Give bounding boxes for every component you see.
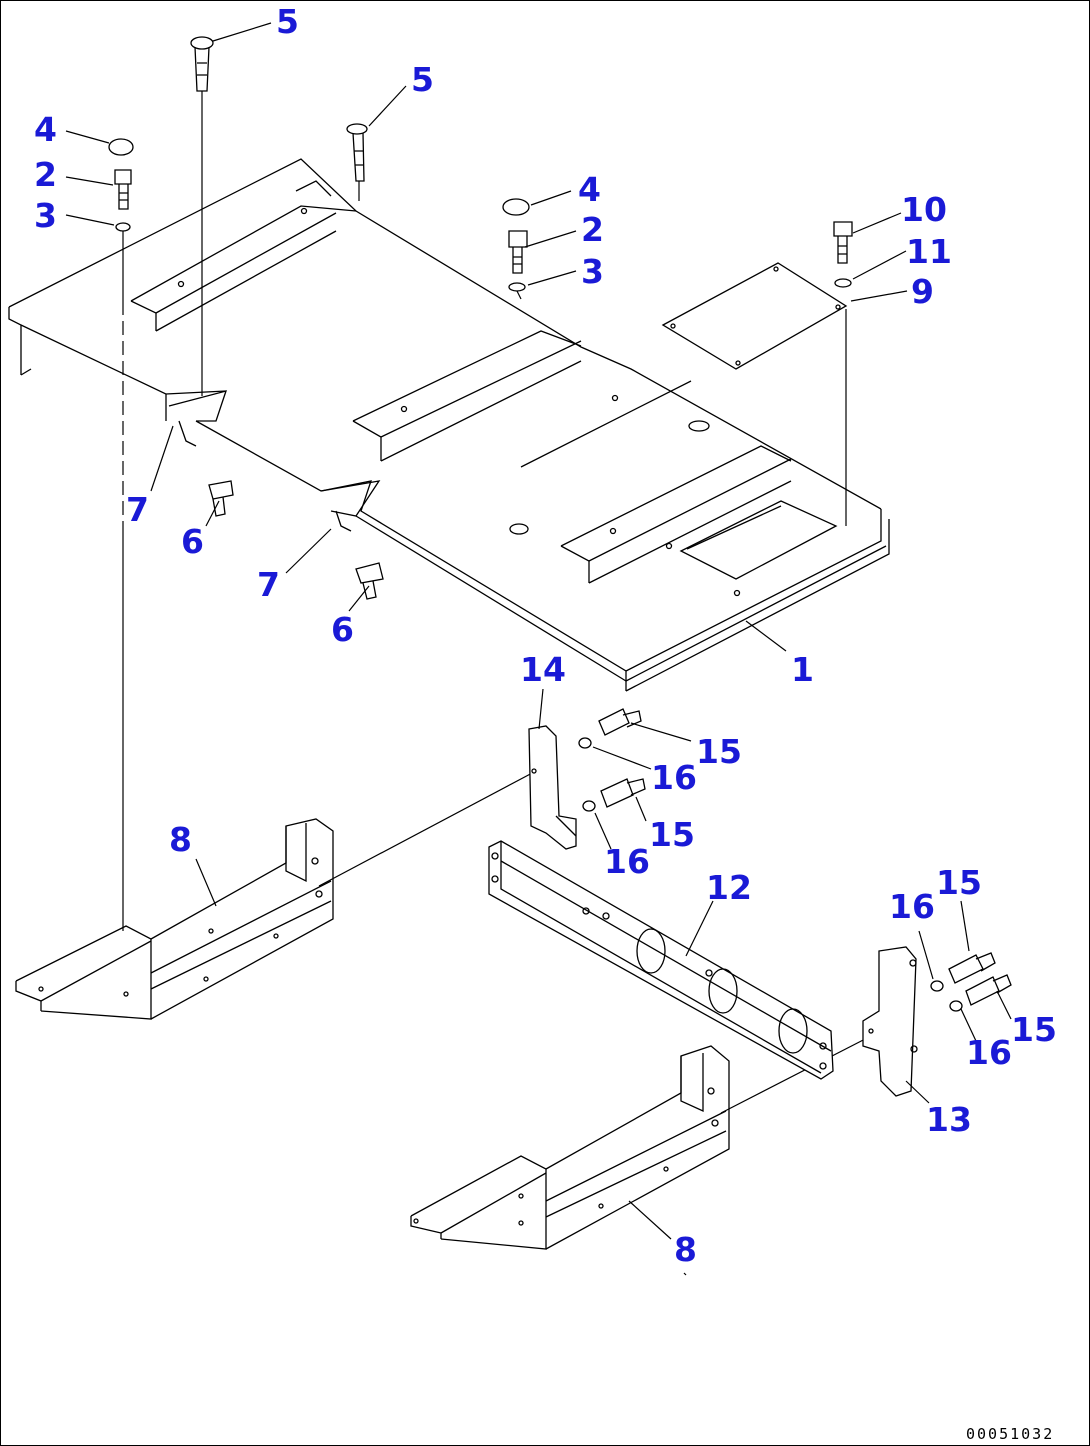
floor-plate [8, 158, 890, 692]
callout-3: 3 [34, 196, 57, 235]
callout-5: 5 [276, 2, 299, 41]
callout-9: 9 [911, 272, 934, 311]
callout-8: 8 [169, 820, 192, 859]
leader-lines [65, 22, 1012, 1276]
bracket-13 [862, 946, 1012, 1097]
callout-5: 5 [411, 60, 434, 99]
callout-6: 6 [331, 610, 354, 649]
document-number: 00051032 [966, 1425, 1054, 1443]
callout-16: 16 [966, 1033, 1012, 1072]
callout-2: 2 [581, 210, 604, 249]
callout-13: 13 [926, 1100, 972, 1139]
callouts: 5 5 4 2 3 4 2 3 10 11 9 7 6 7 6 1 14 15 … [34, 2, 1057, 1269]
callout-7: 7 [126, 490, 149, 529]
callout-12: 12 [706, 868, 752, 907]
callout-15: 15 [1011, 1010, 1057, 1049]
callout-15: 15 [936, 863, 982, 902]
callout-10: 10 [901, 190, 947, 229]
assembly-lines [122, 91, 872, 1114]
callout-4: 4 [34, 110, 57, 149]
callout-4: 4 [578, 170, 601, 209]
cross-member-12 [488, 840, 834, 1080]
callout-8: 8 [674, 1230, 697, 1269]
callout-2: 2 [34, 155, 57, 194]
fastener-parts [108, 36, 853, 600]
callout-6: 6 [181, 522, 204, 561]
callout-16: 16 [651, 758, 697, 797]
callout-15: 15 [649, 815, 695, 854]
callout-16: 16 [889, 887, 935, 926]
bracket-14 [528, 708, 646, 850]
callout-1: 1 [791, 650, 814, 689]
support-frame-8-lower [410, 1045, 730, 1250]
callout-11: 11 [906, 232, 952, 271]
cover-plate [661, 262, 848, 370]
callout-16: 16 [604, 842, 650, 881]
callout-14: 14 [520, 650, 566, 689]
support-frame-8-upper [15, 818, 334, 1020]
callout-3: 3 [581, 252, 604, 291]
callout-7: 7 [257, 565, 280, 604]
callout-15: 15 [696, 732, 742, 771]
